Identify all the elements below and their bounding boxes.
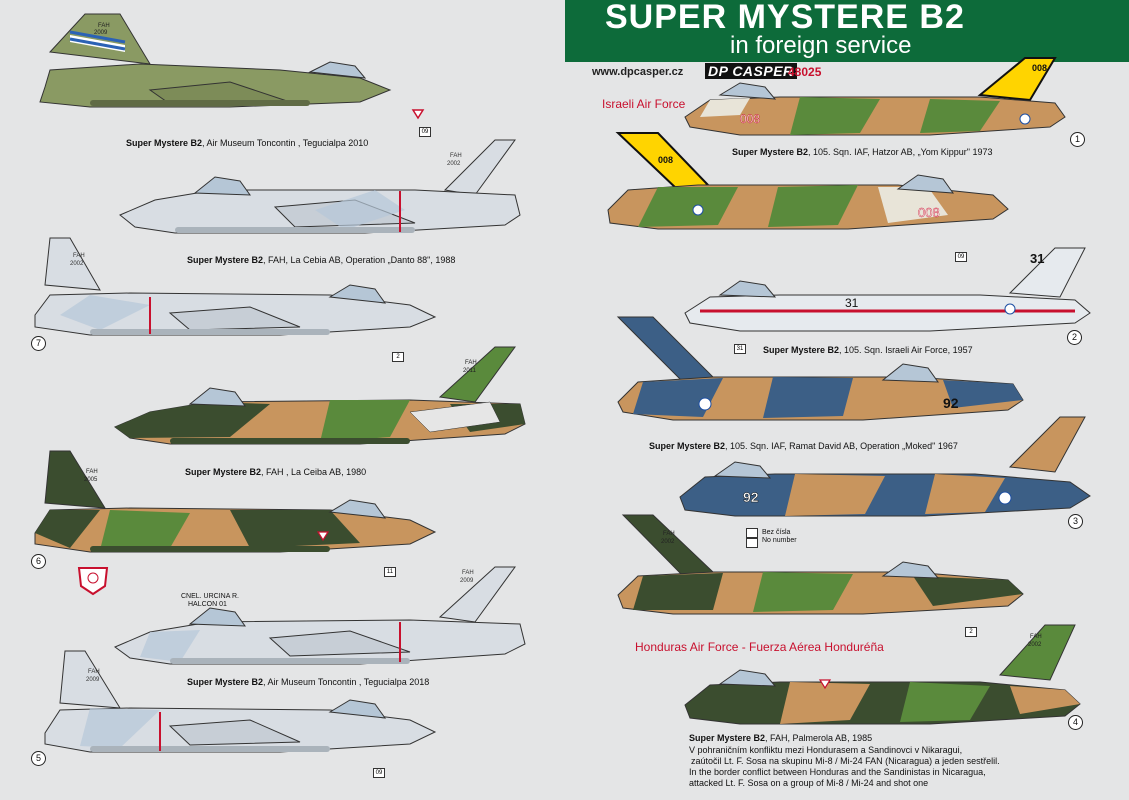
title-banner	[565, 0, 1129, 62]
svg-text:008: 008	[1032, 63, 1047, 73]
svg-text:FAH: FAH	[1030, 634, 1042, 640]
tag-2-right: 2	[965, 627, 977, 637]
squadron-badge-icon	[77, 567, 109, 596]
svg-text:31: 31	[1030, 251, 1044, 266]
svg-text:008: 008	[918, 205, 940, 220]
svg-text:2009: 2009	[460, 578, 474, 584]
aircraft-profile-olive: FAH 2009	[39, 13, 425, 120]
note-cz-line-1: V pohraničním konfliktu mezi Hondurasem …	[689, 745, 963, 755]
tag-31: 31	[734, 344, 746, 354]
page-subtitle: in foreign service	[730, 32, 912, 59]
aircraft-profile-iaf-2: 31 31	[684, 247, 1091, 332]
svg-text:FAH: FAH	[663, 531, 675, 537]
caption-2: Super Mystere B2, FAH, La Cebia AB, Oper…	[187, 255, 456, 265]
caption-3: Super Mystere B2, FAH , La Ceiba AB, 198…	[185, 467, 367, 477]
svg-text:FAH: FAH	[86, 469, 98, 475]
tag-008: 09	[955, 252, 967, 262]
profile-number-3: 3	[1068, 514, 1083, 529]
no-number-box-1	[746, 528, 758, 538]
profile-number-1: 1	[1070, 132, 1085, 147]
note-cz-line-2: zaútočil Lt. F. Sosa na skupinu Mi-8 / M…	[691, 756, 1000, 766]
no-number-cz: Bez čísla	[762, 529, 791, 536]
aircraft-profile-silver-4: FAH 2009	[44, 650, 437, 753]
svg-text:92: 92	[943, 395, 959, 411]
brand-logo: DP CASPER	[705, 63, 797, 79]
aircraft-profile-silver-2: FAH 2002	[34, 237, 437, 336]
svg-text:FAH: FAH	[98, 23, 110, 29]
svg-text:2002: 2002	[70, 261, 84, 267]
aircraft-profile-iaf-1: 008 008	[684, 57, 1066, 136]
aircraft-profile-camo-1: FAH 2011	[113, 346, 526, 445]
page-title: SUPER MYSTERE B2	[605, 0, 965, 36]
aircraft-profile-silver-1: FAH 2002	[119, 139, 521, 234]
svg-text:FAH: FAH	[465, 360, 477, 366]
svg-text:2011: 2011	[463, 368, 477, 374]
pilot-name: CNEL. URCINA R.	[181, 593, 239, 600]
caption-6: Super Mystere B2, 105. Sqn. Israeli Air …	[763, 345, 973, 355]
svg-text:FAH: FAH	[88, 669, 100, 675]
aircraft-profile-iaf-3: 92	[616, 316, 1024, 421]
svg-text:FAH: FAH	[73, 253, 85, 259]
section-israeli: Israeli Air Force	[602, 97, 686, 111]
caption-8: Super Mystere B2, FAH, Palmerola AB, 198…	[689, 733, 873, 743]
note-en-line-1: In the border conflict between Honduras …	[689, 767, 986, 777]
no-number-box-2	[746, 538, 758, 548]
profile-number-6: 6	[31, 554, 46, 569]
svg-text:008: 008	[658, 155, 673, 165]
svg-text:31: 31	[845, 296, 859, 310]
profile-number-7: 7	[31, 336, 46, 351]
svg-text:2009: 2009	[94, 30, 108, 36]
svg-text:2009: 2009	[86, 677, 100, 683]
svg-text:008: 008	[740, 112, 760, 126]
svg-text:FAH: FAH	[450, 153, 462, 159]
svg-text:FAH: FAH	[462, 570, 474, 576]
section-honduras: Honduras Air Force - Fuerza Aérea Hondur…	[635, 640, 884, 654]
aircraft-profile-fah-4: FAH 2002	[684, 624, 1081, 725]
tag-11: 11	[384, 567, 396, 577]
aircraft-profile-iaf-3b: 92	[679, 416, 1091, 517]
catalog-number: 48025	[788, 65, 822, 79]
caption-4: Super Mystere B2, Air Museum Toncontin ,…	[187, 677, 430, 687]
website-url[interactable]: www.dpcasper.cz	[592, 66, 684, 78]
svg-text:2005: 2005	[84, 477, 98, 483]
profile-number-4: 4	[1068, 715, 1083, 730]
profile-number-2: 2	[1067, 330, 1082, 345]
svg-text:92: 92	[743, 489, 759, 505]
aircraft-profile-silver-3: FAH 2009	[113, 566, 526, 665]
caption-1: Super Mystere B2, Air Museum Toncontin ,…	[126, 138, 369, 148]
svg-text:2002: 2002	[1028, 642, 1042, 648]
profile-number-5: 5	[31, 751, 46, 766]
tag-09: 09	[419, 127, 431, 137]
svg-text:2002: 2002	[661, 539, 675, 545]
note-en-line-2: attacked Lt. F. Sosa on a group of Mi-8 …	[689, 778, 929, 788]
aircraft-profile-iaf-1b: 008 008	[607, 132, 1009, 230]
tag-2-left: 2	[392, 352, 404, 362]
aircraft-profile-camo-2: FAH 2005	[34, 450, 437, 553]
caption-7: Super Mystere B2, 105. Sqn. IAF, Ramat D…	[649, 441, 958, 451]
svg-text:2002: 2002	[447, 161, 461, 167]
pilot-callsign: HALCON 01	[188, 601, 227, 608]
caption-5: Super Mystere B2, 105. Sqn. IAF, Hatzor …	[732, 147, 993, 157]
aircraft-profile-fah-5a: FAH 2002	[617, 514, 1024, 615]
no-number-en: No number	[762, 537, 797, 544]
tag-09-bottom: 09	[373, 768, 385, 778]
